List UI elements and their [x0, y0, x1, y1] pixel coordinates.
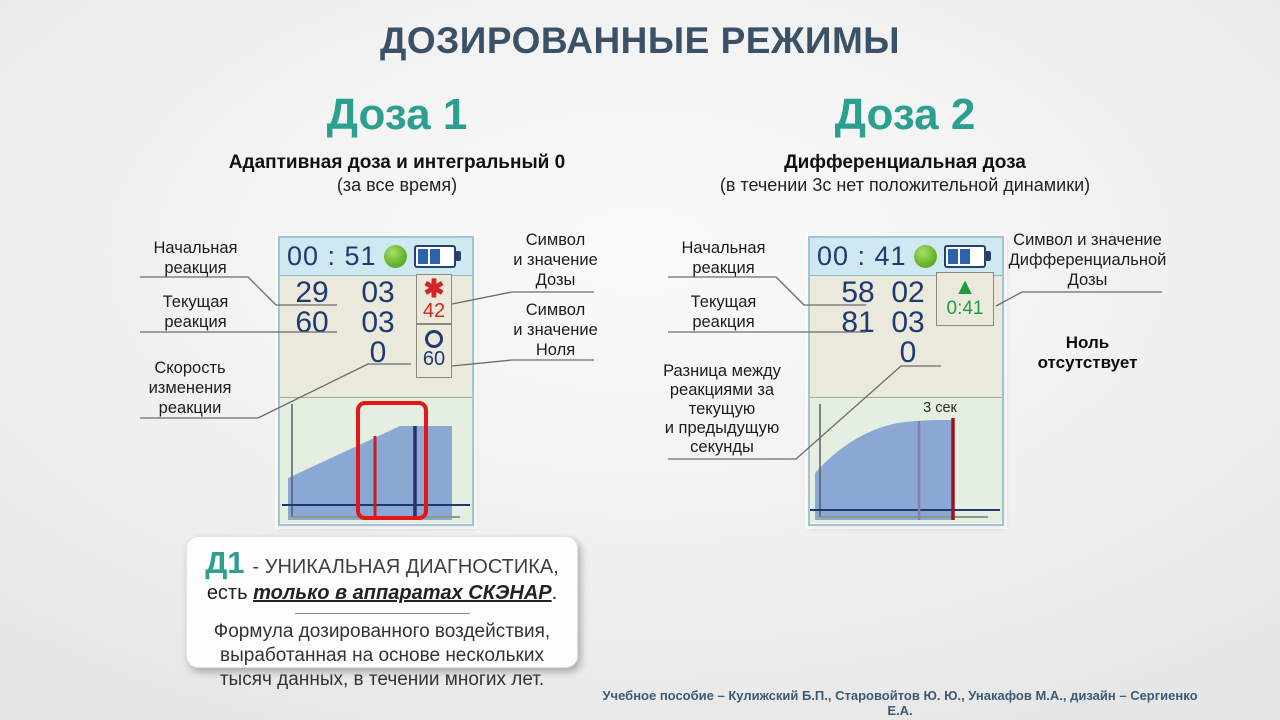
info-line-2: есть только в аппаратах СКЭНАР.: [187, 582, 577, 605]
dose2-diff-dose-box: ▲ 0:41: [936, 272, 994, 326]
dose2-status-bar: 00 : 41: [810, 238, 1002, 276]
battery-cell-empty: [972, 249, 982, 264]
battery-nub: [985, 251, 991, 261]
dose2-label-diff-dose-symbol: Символ и значение Дифференциальной Дозы: [1008, 231, 1167, 289]
info-line-1: Д1 - УНИКАЛЬНАЯ ДИАГНОСТИКА,: [187, 545, 577, 581]
info-line2-emphasis: только в аппаратах СКЭНАР: [253, 582, 552, 604]
dose1-timer: 00 : 51: [287, 241, 377, 271]
battery-cell-filled: [417, 249, 428, 264]
dose2-graph-plot: [810, 404, 1000, 520]
dose2-device-screen: 00 : 41 58 81 02 03 0 ▲ 0:41: [808, 236, 1004, 526]
dose2-label-difference: Разница между реакциями за текущую и пре…: [663, 362, 781, 456]
credits: Учебное пособие – Кулижский Б.П., Старов…: [602, 688, 1198, 718]
dose2-note: (в течении 3с нет положительной динамики…: [719, 175, 1091, 195]
dose2-subtitle: Дифференциальная доза: [784, 152, 1026, 173]
dose1-graph: [280, 398, 472, 523]
zero-circle-icon: [425, 330, 443, 348]
dose1-readings-area: 29 60 03 03 0 ✱ 42 60: [280, 274, 472, 398]
dose1-dose-box: ✱ 42: [416, 274, 452, 324]
dose1-graph-plot: [282, 404, 470, 520]
dose2-graph: 3 сек: [810, 398, 1002, 523]
battery-icon: [413, 245, 461, 268]
green-circle-icon: [913, 245, 937, 268]
dose1-area-series: [288, 426, 452, 520]
dose1-current-value: 60: [295, 306, 329, 339]
dose1-col2-value-1: 03: [361, 276, 395, 309]
battery-cell-empty: [442, 249, 452, 264]
dose2-area-series: [815, 420, 953, 520]
green-circle-icon: [383, 245, 407, 268]
dose1-subtitle: Адаптивная доза и интегральный 0: [228, 152, 566, 173]
dose1-label-zero-symbol: Символ и значение Ноля: [513, 301, 598, 359]
battery-cell-filled: [959, 249, 970, 264]
d1-tagline: - УНИКАЛЬНАЯ ДИАГНОСТИКА,: [252, 556, 559, 578]
info-line2-suffix: .: [551, 582, 558, 604]
dose1-device-screen: 00 : 51 29 60 03 03 0 ✱ 42 60: [278, 236, 474, 526]
dose1-label-change-rate: Скорость изменения реакции: [148, 359, 232, 417]
dose2-diff-dose-value: 0:41: [946, 298, 984, 319]
dose2-readings-area: 58 81 02 03 0 ▲ 0:41: [810, 272, 1002, 398]
callout-line-dose2-diff-dose-symbol: [995, 291, 1162, 307]
dose1-dose-value: 42: [422, 300, 446, 322]
battery-nub: [455, 251, 461, 261]
page-title: ДОЗИРОВАННЫЕ РЕЖИМЫ: [379, 20, 901, 61]
dose1-zero-value: 60: [422, 348, 446, 370]
dose1-col2-value-2: 03: [361, 306, 395, 339]
dose1-heading: Доза 1: [326, 90, 468, 139]
dose1-label-dose-symbol: Символ и значение Дозы: [513, 231, 598, 289]
dose2-current-value: 81: [841, 306, 875, 339]
d1-code: Д1: [205, 545, 245, 580]
dose2-label-initial-reaction: Начальная реакция: [681, 239, 766, 277]
divider: [294, 613, 470, 614]
dose1-label-current-reaction: Текущая реакция: [162, 293, 229, 331]
dose-window-highlight: [356, 401, 428, 520]
dose2-initial-value: 58: [841, 276, 875, 309]
dose1-initial-value: 29: [295, 276, 329, 309]
d1-info-box: Д1 - УНИКАЛЬНАЯ ДИАГНОСТИКА, есть только…: [186, 536, 578, 690]
info-line2-prefix: есть: [206, 582, 248, 604]
dose2-label-current-reaction: Текущая реакция: [690, 293, 757, 331]
battery-icon: [943, 245, 991, 268]
battery-cell-filled: [947, 249, 958, 264]
dose1-status-bar: 00 : 51: [280, 238, 472, 276]
info-paragraph: Формула дозированного воздействия, выраб…: [213, 621, 551, 690]
dose1-zero-box: 60: [416, 324, 452, 378]
dose1-note: (за все время): [336, 175, 458, 195]
dose1-label-initial-reaction: Начальная реакция: [153, 239, 238, 277]
dose2-col2-value-1: 02: [891, 276, 925, 309]
dose1-rate-value: 0: [369, 336, 387, 369]
dose-asterisk-icon: ✱: [423, 275, 445, 303]
dose2-diff-zero-value: 0: [899, 336, 917, 369]
triangle-up-icon: ▲: [953, 273, 977, 299]
dose2-timer: 00 : 41: [817, 241, 907, 271]
battery-cell-filled: [429, 249, 440, 264]
dose2-col2-value-2: 03: [891, 306, 925, 339]
dose2-heading: Доза 2: [834, 90, 976, 139]
dose2-label-no-zero: Ноль отсутствует: [1037, 333, 1138, 372]
dose2-graph-label: 3 сек: [923, 400, 957, 416]
